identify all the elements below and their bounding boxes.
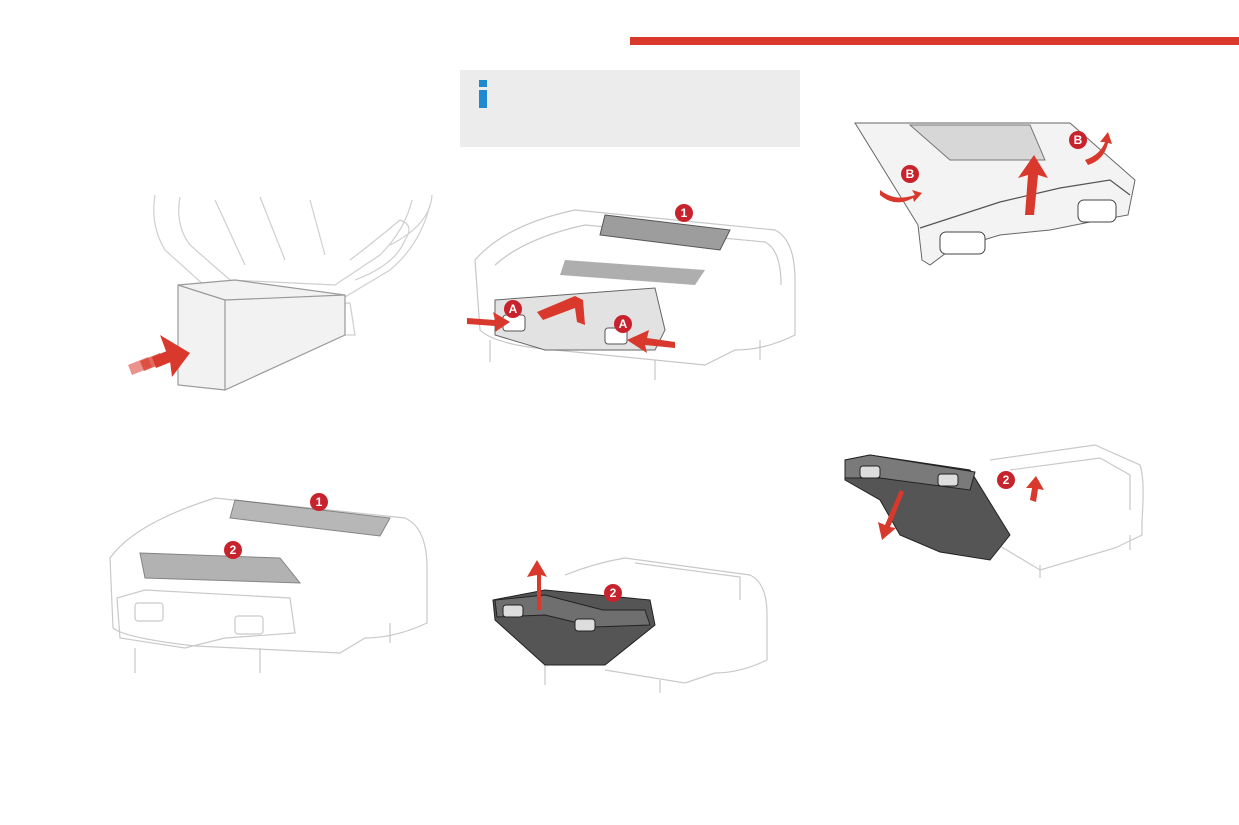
callout-b-right: B xyxy=(1069,131,1087,149)
callout-2: 2 xyxy=(997,471,1015,489)
info-icon xyxy=(478,80,488,108)
svg-text:1: 1 xyxy=(681,206,688,220)
push-arrow-icon xyxy=(128,335,190,377)
callout-1: 1 xyxy=(310,493,328,511)
callout-1: 1 xyxy=(675,204,693,222)
section-header-rule xyxy=(630,37,1239,45)
svg-text:B: B xyxy=(906,167,915,181)
callout-a-left: A xyxy=(504,300,522,318)
figure-base-release-a: 1 A A xyxy=(467,204,796,380)
figure-base-lift-2: 2 xyxy=(492,557,768,693)
figure-front-panel-b: B B xyxy=(854,122,1136,266)
callout-b-left: B xyxy=(901,165,919,183)
figure-seat-box-push xyxy=(128,194,433,391)
svg-text:A: A xyxy=(509,302,518,316)
figure-base-pull-2: 2 xyxy=(844,444,1144,578)
info-note-box xyxy=(460,70,800,147)
callout-2: 2 xyxy=(604,584,622,602)
figure-base-items-1-2: 1 2 xyxy=(109,493,428,673)
callout-a-right: A xyxy=(614,315,632,333)
svg-text:B: B xyxy=(1074,133,1083,147)
svg-text:1: 1 xyxy=(316,495,323,509)
svg-text:2: 2 xyxy=(610,586,617,600)
svg-text:A: A xyxy=(619,317,628,331)
svg-text:2: 2 xyxy=(1003,473,1010,487)
svg-text:2: 2 xyxy=(230,543,237,557)
callout-2: 2 xyxy=(224,541,242,559)
